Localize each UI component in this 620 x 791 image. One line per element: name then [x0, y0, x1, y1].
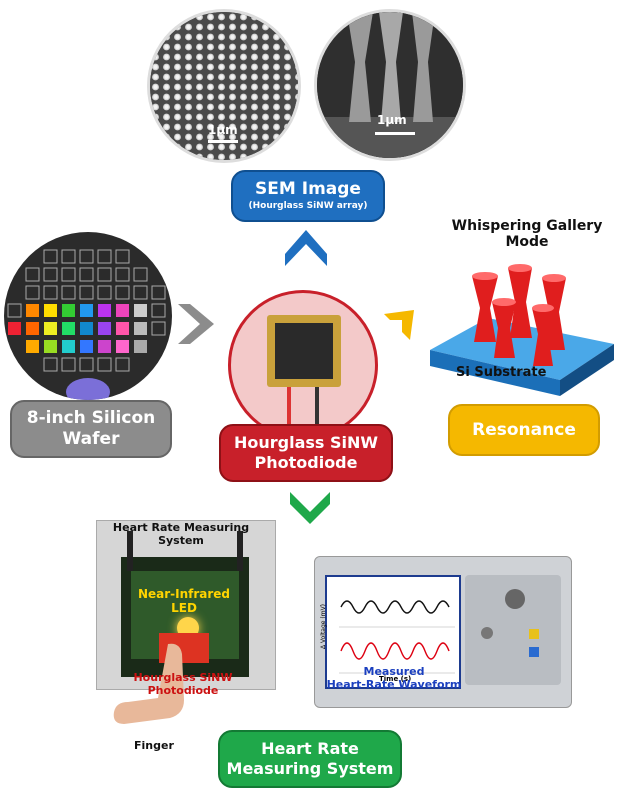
scope-xlabel: Time (s) [379, 675, 412, 683]
oscilloscope-image: Δ Voltage (mV) Time (s) [314, 556, 572, 708]
device-box-line2: System [158, 533, 204, 547]
si-substrate-diagram: Si Substrate [430, 264, 614, 396]
scope-button-blue [529, 647, 539, 657]
scale-bar-left [208, 140, 238, 143]
wafer-label-line2: Wafer [62, 429, 120, 449]
heart-pd-label: Hourglass SiNW Photodiode [124, 671, 242, 697]
device-box-title: Heart Rate Measuring System [106, 521, 256, 547]
silicon-wafer-image [4, 232, 172, 400]
measured-waveform-label: Measured Heart-Rate Waveform [326, 665, 462, 691]
wafer-label-line1: 8-inch Silicon [26, 408, 156, 429]
sem-scale-label-left: 1μm [208, 123, 238, 137]
sem-subtitle: (Hourglass SiNW array) [248, 200, 368, 211]
resonance-label: Resonance [448, 404, 600, 456]
down-chevron-icon [290, 492, 330, 524]
heart-rate-device-image [96, 520, 276, 690]
scale-bar-right [375, 132, 415, 135]
system-label-line1: Heart Rate [261, 739, 359, 759]
waveform-line1: Measured [363, 665, 425, 678]
photodiode-label-line1: Hourglass SiNW [233, 433, 379, 453]
sem-image-side-view: 1μm [317, 12, 463, 158]
finger-label: Finger [134, 739, 174, 752]
nir-led-line1: Near-Infrared [137, 587, 231, 601]
heart-pd-line1: Hourglass SiNW [133, 671, 233, 684]
sem-image-label: SEM Image (Hourglass SiNW array) [231, 170, 385, 222]
sem-scale-label-right: 1μm [377, 113, 407, 127]
resonance-label-text: Resonance [472, 419, 576, 440]
scope-knob-small [481, 627, 493, 639]
wafer-label: 8-inch Silicon Wafer [10, 400, 172, 458]
photodiode-lead-right [315, 387, 319, 427]
scope-screen: Δ Voltage (mV) Time (s) [320, 575, 461, 689]
si-substrate-label: Si Substrate [456, 365, 547, 380]
photodiode-label-line2: Photodiode [254, 453, 358, 472]
mode-line2: Mode [505, 234, 549, 251]
scope-button-yellow [529, 629, 539, 639]
nir-led-label: Near-Infrared LED [136, 587, 232, 616]
waveform-line2: Heart-Rate Waveform [326, 677, 462, 691]
scope-ylabel: Δ Voltage (mV) [320, 603, 328, 650]
sem-image-top-view: 1μm [150, 12, 298, 160]
photodiode-lead-left [287, 387, 291, 427]
photodiode-label: Hourglass SiNW Photodiode [219, 424, 393, 482]
up-chevron-icon [285, 230, 327, 266]
heart-pd-line2: Photodiode [147, 683, 219, 697]
heart-rate-system-label: Heart Rate Measuring System [218, 730, 402, 788]
finger-image [113, 643, 184, 724]
device-box-line1: Heart Rate Measuring [112, 521, 250, 534]
resonance-chevron-icon [384, 310, 414, 340]
sem-title: SEM Image [255, 179, 361, 200]
right-chevron-icon [178, 304, 214, 344]
photodiode-sensor [275, 323, 333, 379]
antenna-left [127, 531, 133, 571]
whispering-gallery-title: Whispering Gallery Mode [438, 218, 616, 250]
nir-led-line2: LED [171, 600, 197, 615]
photodiode-image [228, 290, 378, 440]
system-label-line2: Measuring System [226, 759, 394, 778]
scope-knob [505, 589, 525, 609]
antenna-right [237, 531, 243, 571]
mode-line1: Whispering Gallery [451, 218, 603, 234]
